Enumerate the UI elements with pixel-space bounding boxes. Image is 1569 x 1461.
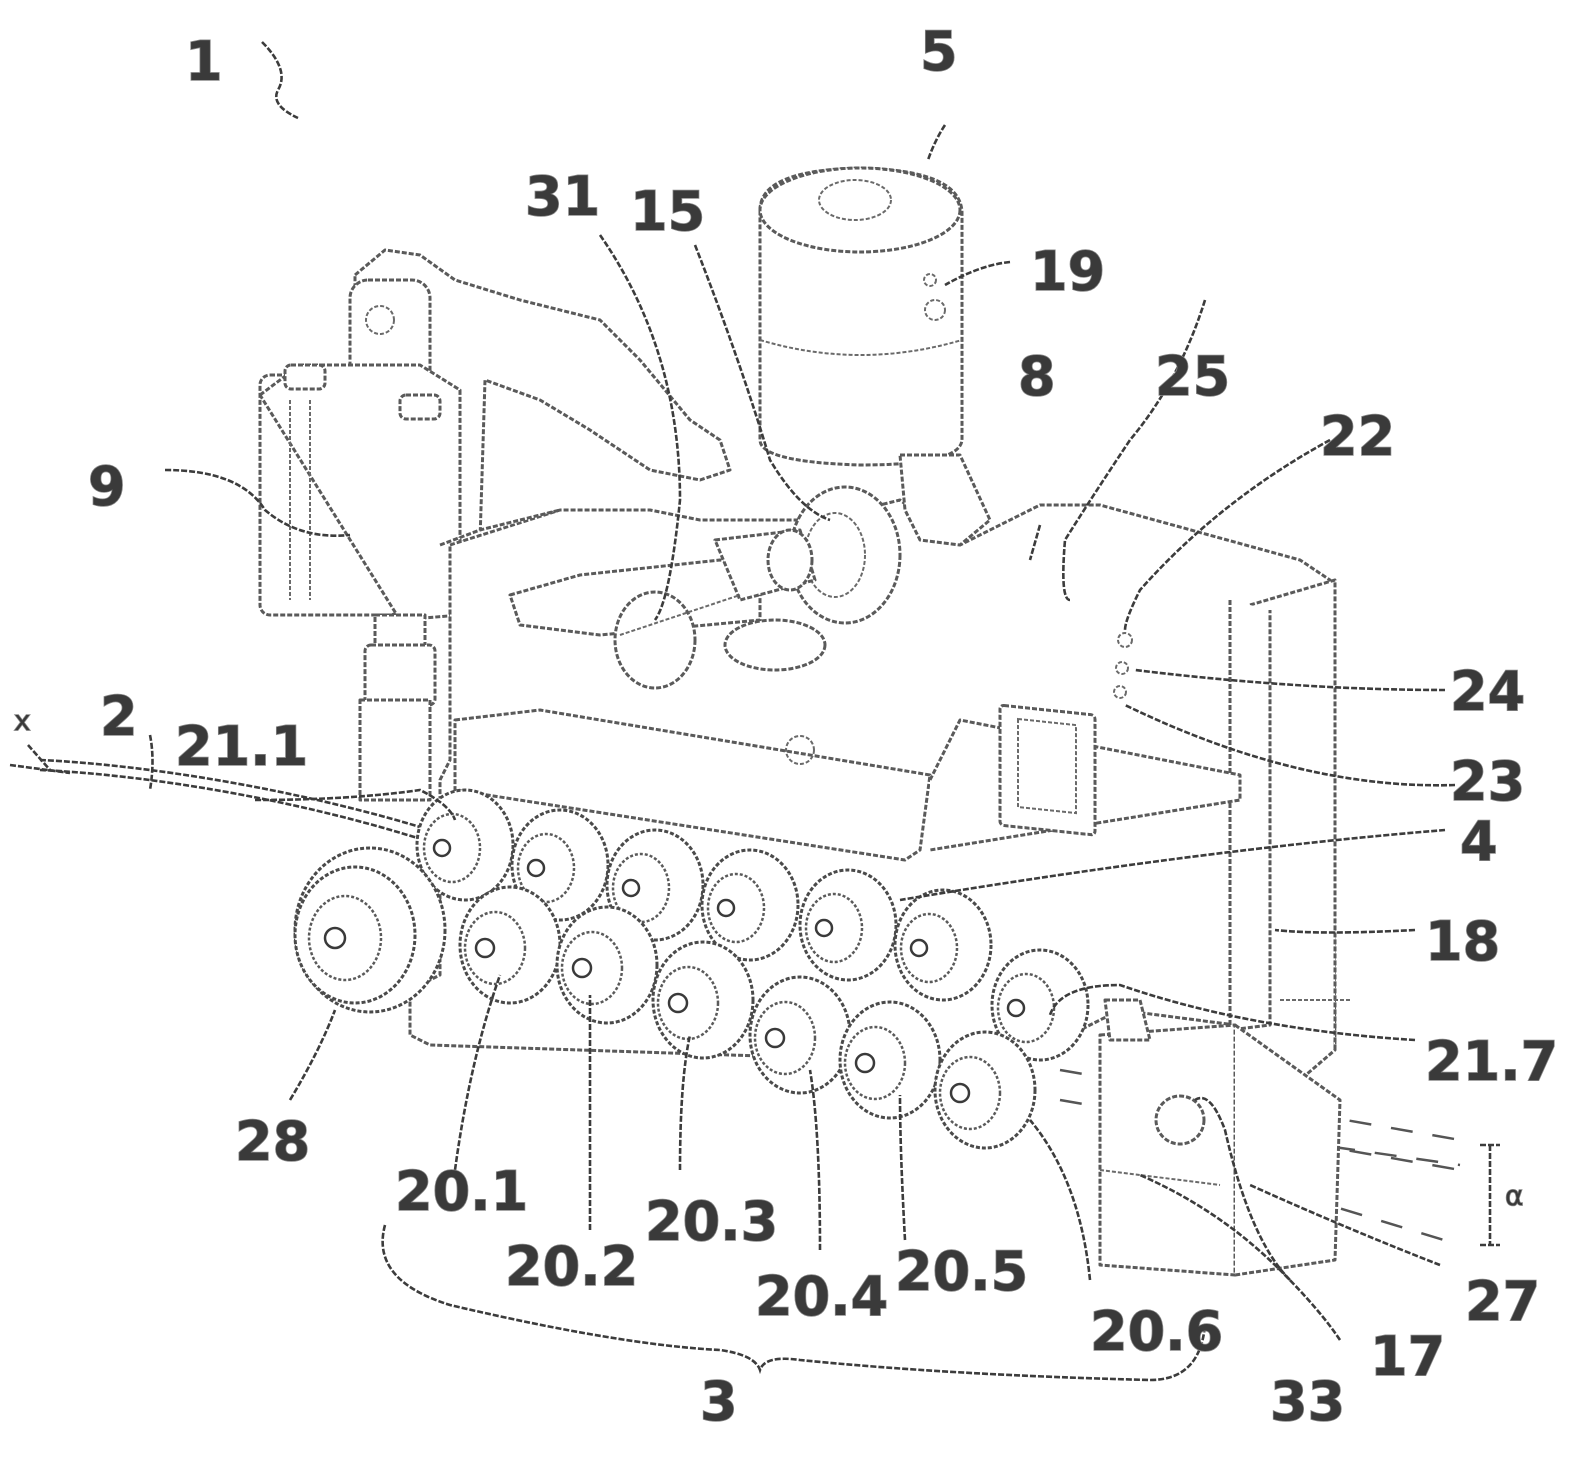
label-27: 27 [1465, 1270, 1540, 1333]
label-alpha: α [1505, 1179, 1523, 1212]
drive-motor [760, 168, 990, 545]
label-24: 24 [1450, 660, 1525, 723]
label-19: 19 [1030, 240, 1105, 303]
label-28: 28 [235, 1110, 310, 1173]
lower-roller [840, 1002, 940, 1118]
label-8: 8 [1018, 345, 1056, 408]
label-23: 23 [1450, 750, 1525, 813]
label-20-3: 20.3 [645, 1190, 778, 1253]
label-20-4: 20.4 [755, 1265, 888, 1328]
upper-roller [800, 870, 896, 980]
label-15: 15 [630, 180, 705, 243]
label-31: 31 [525, 165, 600, 228]
label-3: 3 [700, 1370, 738, 1433]
upper-roller [895, 890, 991, 1000]
label-22: 22 [1320, 405, 1395, 468]
label-9: 9 [88, 455, 126, 518]
label-20-6: 20.6 [1090, 1300, 1223, 1363]
label-20-2: 20.2 [505, 1235, 638, 1298]
label-x: x [14, 704, 31, 737]
label-1: 1 [185, 30, 223, 93]
label-4: 4 [1460, 810, 1498, 873]
label-20-5: 20.5 [895, 1240, 1028, 1303]
lower-roller [557, 907, 657, 1023]
label-25: 25 [1155, 345, 1230, 408]
label-2: 2 [100, 685, 138, 748]
label-21-1: 21.1 [175, 715, 308, 778]
label-21-7: 21.7 [1425, 1030, 1558, 1093]
label-5: 5 [920, 20, 958, 83]
label-17: 17 [1370, 1325, 1445, 1388]
lower-roller [935, 1032, 1035, 1148]
lower-roller [750, 977, 850, 1093]
label-18: 18 [1425, 910, 1500, 973]
entry-guide-roller [295, 848, 445, 1012]
lower-roller [460, 887, 560, 1003]
label-20-1: 20.1 [395, 1160, 528, 1223]
label-33: 33 [1270, 1370, 1345, 1433]
lower-roller [653, 942, 753, 1058]
